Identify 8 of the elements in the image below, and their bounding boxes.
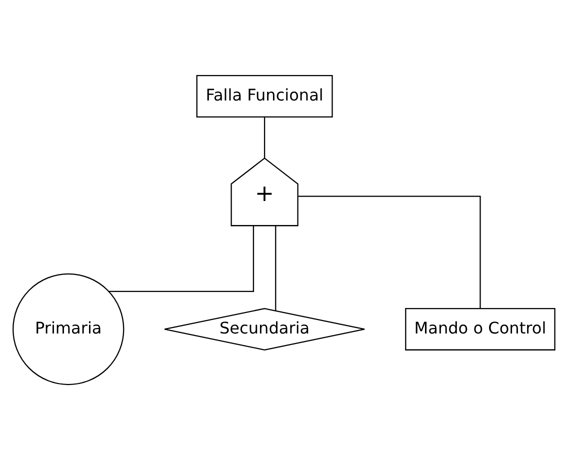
node-box: Falla Funcional	[196, 74, 333, 117]
connector	[264, 116, 266, 158]
node-box: Mando o Control	[405, 308, 556, 350]
connector	[298, 195, 481, 308]
connector	[275, 225, 276, 310]
connector	[109, 225, 254, 292]
node-circle: Primaria	[12, 272, 124, 385]
node-diamond: Secundaria	[164, 308, 366, 350]
